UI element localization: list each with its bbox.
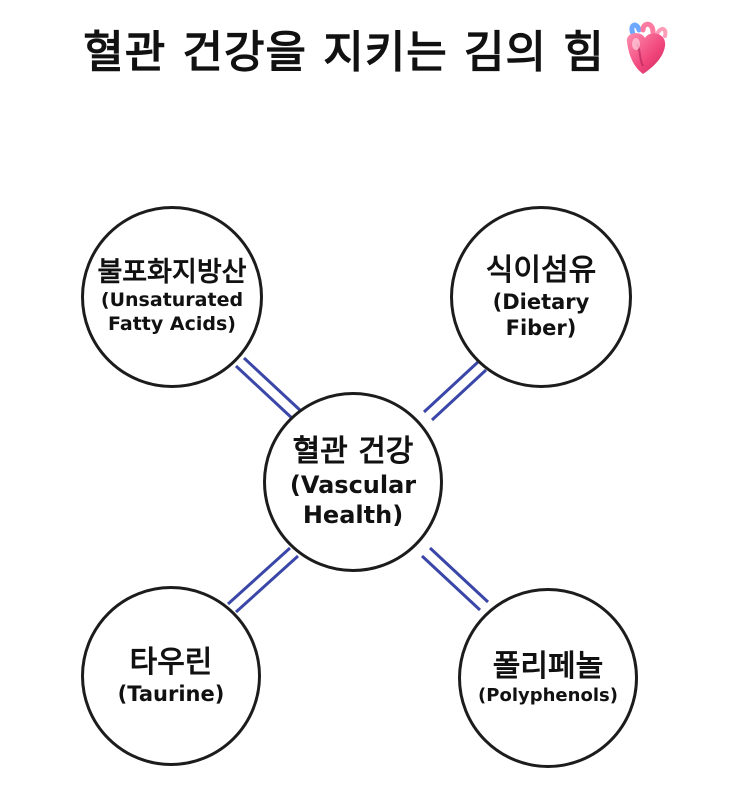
node-label-en: (Dietary Fiber) (492, 289, 590, 340)
node-label-ko: 불포화지방산 (97, 257, 247, 289)
node-label-en: (Polyphenols) (478, 684, 618, 706)
node-label-en: (Vascular Health) (289, 471, 417, 529)
node-label-ko: 타우린 (129, 644, 213, 680)
anatomical-heart-icon (626, 21, 668, 74)
node-vascular-health: 혈관 건강 (Vascular Health) (263, 392, 443, 572)
node-unsaturated-fatty-acids: 불포화지방산 (Unsaturated Fatty Acids) (81, 206, 263, 388)
connector-top-right (422, 360, 488, 422)
node-dietary-fiber: 식이섬유 (Dietary Fiber) (450, 206, 632, 388)
connector-bottom-right (420, 546, 490, 612)
page-title: 혈관 건강을 지키는 김의 힘 (83, 27, 605, 78)
node-label-ko: 식이섬유 (485, 252, 597, 288)
connector-top-left (234, 356, 304, 422)
node-label-en: (Unsaturated Fatty Acids) (100, 289, 244, 336)
node-label-ko: 폴리페놀 (492, 648, 604, 684)
node-label-ko: 혈관 건강 (292, 434, 414, 469)
title-row: 혈관 건강을 지키는 김의 힘 (0, 12, 754, 84)
node-polyphenols: 폴리페놀 (Polyphenols) (458, 588, 638, 768)
node-taurine: 타우린 (Taurine) (81, 586, 261, 766)
node-label-en: (Taurine) (117, 681, 225, 706)
connector-bottom-left (226, 546, 300, 614)
